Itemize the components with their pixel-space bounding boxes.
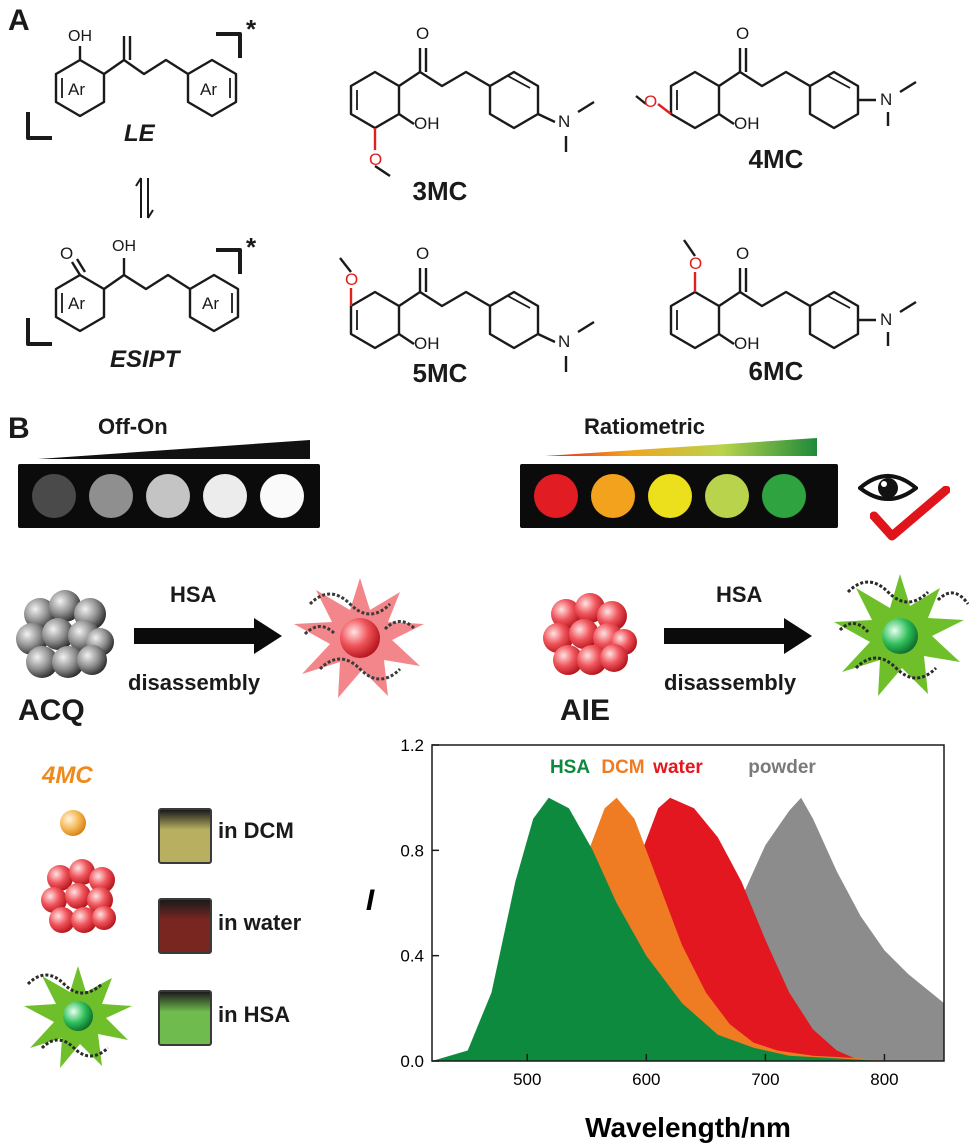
acq-disassembly-label: disassembly [128,670,261,695]
acq-arrow [134,618,282,654]
y-tick-label: 0.0 [400,1052,424,1071]
eye-icon [858,474,918,501]
esipt-ring-right [188,273,240,333]
ratiometric-gradient [545,438,817,456]
x-tick-label: 500 [513,1070,541,1089]
6mc-n: N [880,310,893,329]
esipt-chain [103,273,191,291]
6mc-oh: OH [734,334,760,353]
x-tick-label: 700 [751,1070,779,1089]
y-tick-label: 1.2 [400,736,424,755]
off-on-dot-1 [32,474,76,518]
le-oh-label: OH [68,28,92,45]
chart-x-axis-label: Wavelength/nm [585,1112,791,1143]
4mc-ome-o: O [644,92,658,111]
off-on-wedge [38,440,310,459]
acq-aggregate [16,590,114,678]
esipt-label: ESIPT [110,346,180,373]
acq-protein-complex [294,578,424,698]
acq-label: ACQ [18,694,85,727]
3mc-o: O [416,24,430,43]
chart-y-axis-label: I [366,884,375,917]
4mc-o: O [736,24,750,43]
compound-3mc: 3MC [412,176,468,206]
le-ar-right: Ar [200,80,217,99]
le-ring-right [186,58,238,118]
ratiometric-dot-4 [705,474,749,518]
aie-protein-complex [834,574,970,696]
acq-hsa-label: HSA [170,582,217,607]
off-on-dot-3 [146,474,190,518]
aie-label: AIE [560,694,611,727]
panel-a-label: A [8,4,30,37]
3mc-oh: OH [414,114,440,133]
5mc-o: O [416,244,430,263]
aie-disassembly-label: disassembly [664,670,797,695]
vial-compound-label: 4MC [42,762,93,789]
le-chain [103,58,189,76]
3mc-ome-o: O [369,150,383,169]
ratiometric-label: Ratiometric [584,414,706,439]
4mc-n: N [880,90,893,109]
vial-protein-complex [24,966,132,1068]
6mc-ome-o: O [689,254,703,273]
vial-aggregate [41,859,116,933]
5mc-n: N [558,332,571,351]
y-tick-label: 0.8 [400,841,424,860]
3mc-n: N [558,112,571,131]
series-label-powder: powder [748,757,816,778]
vial-dcm [158,808,212,864]
le-ar-left: Ar [68,80,85,99]
esipt-ar-right: Ar [202,294,219,313]
off-on-label: Off-On [98,414,168,439]
compound-6mc: 6MC [748,356,804,386]
vial-water [158,898,212,954]
5mc-ome-o: O [345,270,359,289]
x-tick-label: 800 [870,1070,898,1089]
compound-4mc: 4MC [748,144,804,174]
le-label: LE [124,120,155,147]
vial-hsa-label: in HSA [218,1002,291,1027]
emission-spectrum-chart: 500 600 700 800 0.0 0.4 0.8 1.2 HSA DCM water powd… [366,736,945,1143]
6mc-o: O [736,244,750,263]
aie-aggregate [543,593,637,675]
off-on-dot-2 [89,474,133,518]
series-label-hsa: HSA [550,757,590,778]
esipt-ar-left: Ar [68,294,85,313]
x-tick-label: 600 [632,1070,660,1089]
vial-water-label: in water [218,910,302,935]
5mc-oh: OH [414,334,440,353]
le-star: * [246,14,257,44]
series-hsa-area [432,797,885,1061]
vial-hsa [158,990,212,1046]
ratiometric-dot-5 [762,474,806,518]
off-on-dot-4 [203,474,247,518]
monomer-sphere [60,810,86,836]
scheme-a-drawing [26,32,917,372]
series-label-water: water [652,757,703,778]
esipt-o-label: O [60,244,74,263]
series-label-dcm: DCM [601,757,644,778]
off-on-dot-5 [260,474,304,518]
aie-hsa-label: HSA [716,582,763,607]
ratiometric-dot-2 [591,474,635,518]
panel-b-label: B [8,412,30,445]
checkmark-icon [870,486,950,541]
aie-arrow [664,618,812,654]
esipt-oh-label: OH [112,238,136,255]
vial-dcm-label: in DCM [218,818,294,843]
esipt-star: * [246,232,257,262]
ratiometric-dot-1 [534,474,578,518]
compound-5mc: 5MC [412,358,468,388]
y-tick-label: 0.4 [400,947,424,966]
ratiometric-dot-3 [648,474,692,518]
4mc-oh: OH [734,114,760,133]
